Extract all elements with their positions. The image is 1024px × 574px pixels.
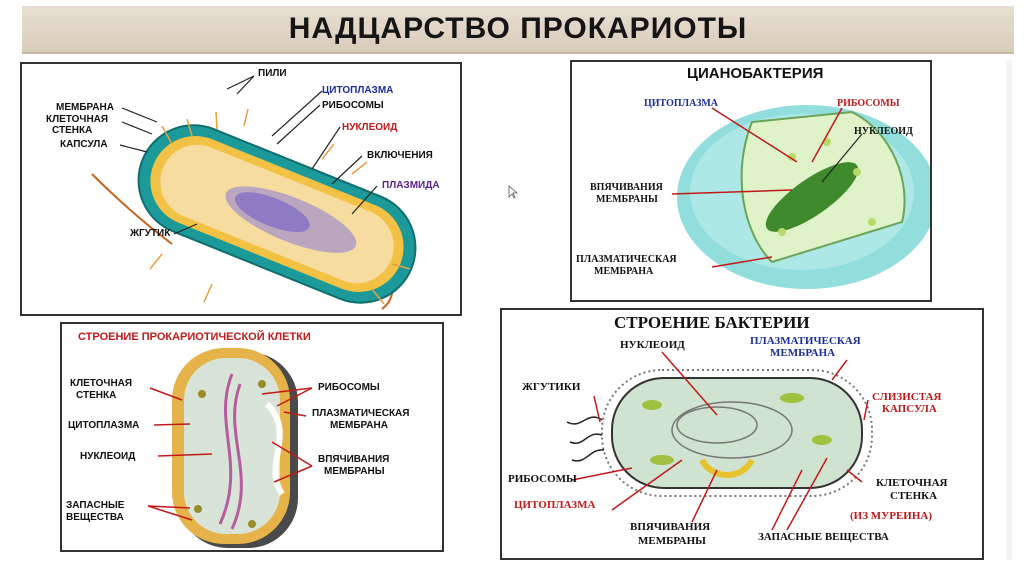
label-p4-wall-1: КЛЕТОЧНАЯ [876, 477, 948, 489]
mouse-cursor-icon [508, 185, 518, 199]
label-pili: ПИЛИ [258, 68, 287, 79]
panel-prokaryotic-cell: СТРОЕНИЕ ПРОКАРИОТИЧЕСКОЙ КЛЕТКИ КЛЕТОЧН… [60, 322, 444, 552]
label-cyano-plasma-2: МЕМБРАНА [594, 266, 654, 277]
label-p3-nucleoid: НУКЛЕОИД [80, 451, 136, 462]
label-p4-plasma-2: МЕМБРАНА [770, 347, 836, 359]
label-p3-invag-1: ВПЯЧИВАНИЯ [318, 454, 390, 465]
scrollbar[interactable] [1006, 60, 1012, 560]
label-plasmid: ПЛАЗМИДА [382, 180, 440, 191]
panel-bacterium-3d: ПИЛИ МЕМБРАНА КЛЕТОЧНАЯ СТЕНКА КАПСУЛА Ц… [20, 62, 462, 316]
label-p4-flagella: ЖГУТИКИ [522, 381, 581, 393]
label-p4-ribosomes: РИБОСОМЫ [508, 473, 577, 485]
label-cyano-cytoplasm: ЦИТОПЛАЗМА [644, 98, 719, 109]
label-cyano-ribosomes: РИБОСОМЫ [837, 98, 900, 109]
panel4-title: СТРОЕНИЕ БАКТЕРИИ [614, 313, 810, 332]
label-p4-murein: (ИЗ МУРЕИНА) [850, 510, 933, 522]
label-p3-ribosomes: РИБОСОМЫ [318, 382, 380, 393]
panel-bacterium-structure: СТРОЕНИЕ БАКТЕРИИ НУКЛЕОИД ПЛАЗМАТИЧЕСКА… [500, 308, 984, 560]
label-p4-nucleoid: НУКЛЕОИД [620, 339, 685, 351]
label-p3-plasma-1: ПЛАЗМАТИЧЕСКАЯ [312, 408, 410, 419]
title-banner: НАДЦАРСТВО ПРОКАРИОТЫ [22, 6, 1014, 54]
label-nucleoid: НУКЛЕОИД [342, 122, 398, 133]
label-p4-wall-2: СТЕНКА [890, 490, 938, 502]
label-cyano-nucleoid: НУКЛЕОИД [854, 126, 913, 137]
panel3-title: СТРОЕНИЕ ПРОКАРИОТИЧЕСКОЙ КЛЕТКИ [78, 331, 311, 343]
label-p4-plasma-1: ПЛАЗМАТИЧЕСКАЯ [750, 335, 861, 347]
label-p4-invag-2: МЕМБРАНЫ [638, 535, 706, 547]
label-membrane: МЕМБРАНА [56, 102, 114, 113]
panel-cyanobacterium: ЦИАНОБАКТЕРИЯ ЦИТОПЛАЗМА РИБОСОМЫ НУКЛЕО… [570, 60, 932, 302]
label-p4-slime-2: КАПСУЛА [882, 403, 937, 415]
label-cyano-invag-1: ВПЯЧИВАНИЯ [590, 182, 663, 193]
label-p4-cytoplasm: ЦИТОПЛАЗМА [514, 499, 596, 511]
label-p3-reserve-1: ЗАПАСНЫЕ [66, 500, 125, 511]
label-cell-wall-1: КЛЕТОЧНАЯ [46, 114, 109, 125]
label-p4-reserve: ЗАПАСНЫЕ ВЕЩЕСТВА [758, 531, 889, 543]
label-cytoplasm: ЦИТОПЛАЗМА [322, 85, 394, 96]
label-ribosomes: РИБОСОМЫ [322, 100, 384, 111]
label-p4-slime-1: СЛИЗИСТАЯ [872, 391, 942, 403]
label-capsule: КАПСУЛА [60, 139, 108, 150]
label-p3-invag-2: МЕМБРАНЫ [324, 466, 385, 477]
label-cell-wall-2: СТЕНКА [52, 125, 93, 136]
label-p3-cytoplasm: ЦИТОПЛАЗМА [68, 420, 140, 431]
label-inclusions: ВКЛЮЧЕНИЯ [367, 150, 433, 161]
label-p3-wall-2: СТЕНКА [76, 390, 117, 401]
label-p3-wall-1: КЛЕТОЧНАЯ [70, 378, 133, 389]
page-title: НАДЦАРСТВО ПРОКАРИОТЫ [288, 12, 748, 45]
label-flagellum: ЖГУТИК [130, 228, 171, 239]
panel2-title: ЦИАНОБАКТЕРИЯ [687, 65, 824, 82]
label-p3-plasma-2: МЕМБРАНА [330, 420, 388, 431]
label-p4-invag-1: ВПЯЧИВАНИЯ [630, 521, 711, 533]
label-p3-reserve-2: ВЕЩЕСТВА [66, 512, 124, 523]
label-cyano-invag-2: МЕМБРАНЫ [596, 194, 658, 205]
label-cyano-plasma-1: ПЛАЗМАТИЧЕСКАЯ [576, 254, 677, 265]
